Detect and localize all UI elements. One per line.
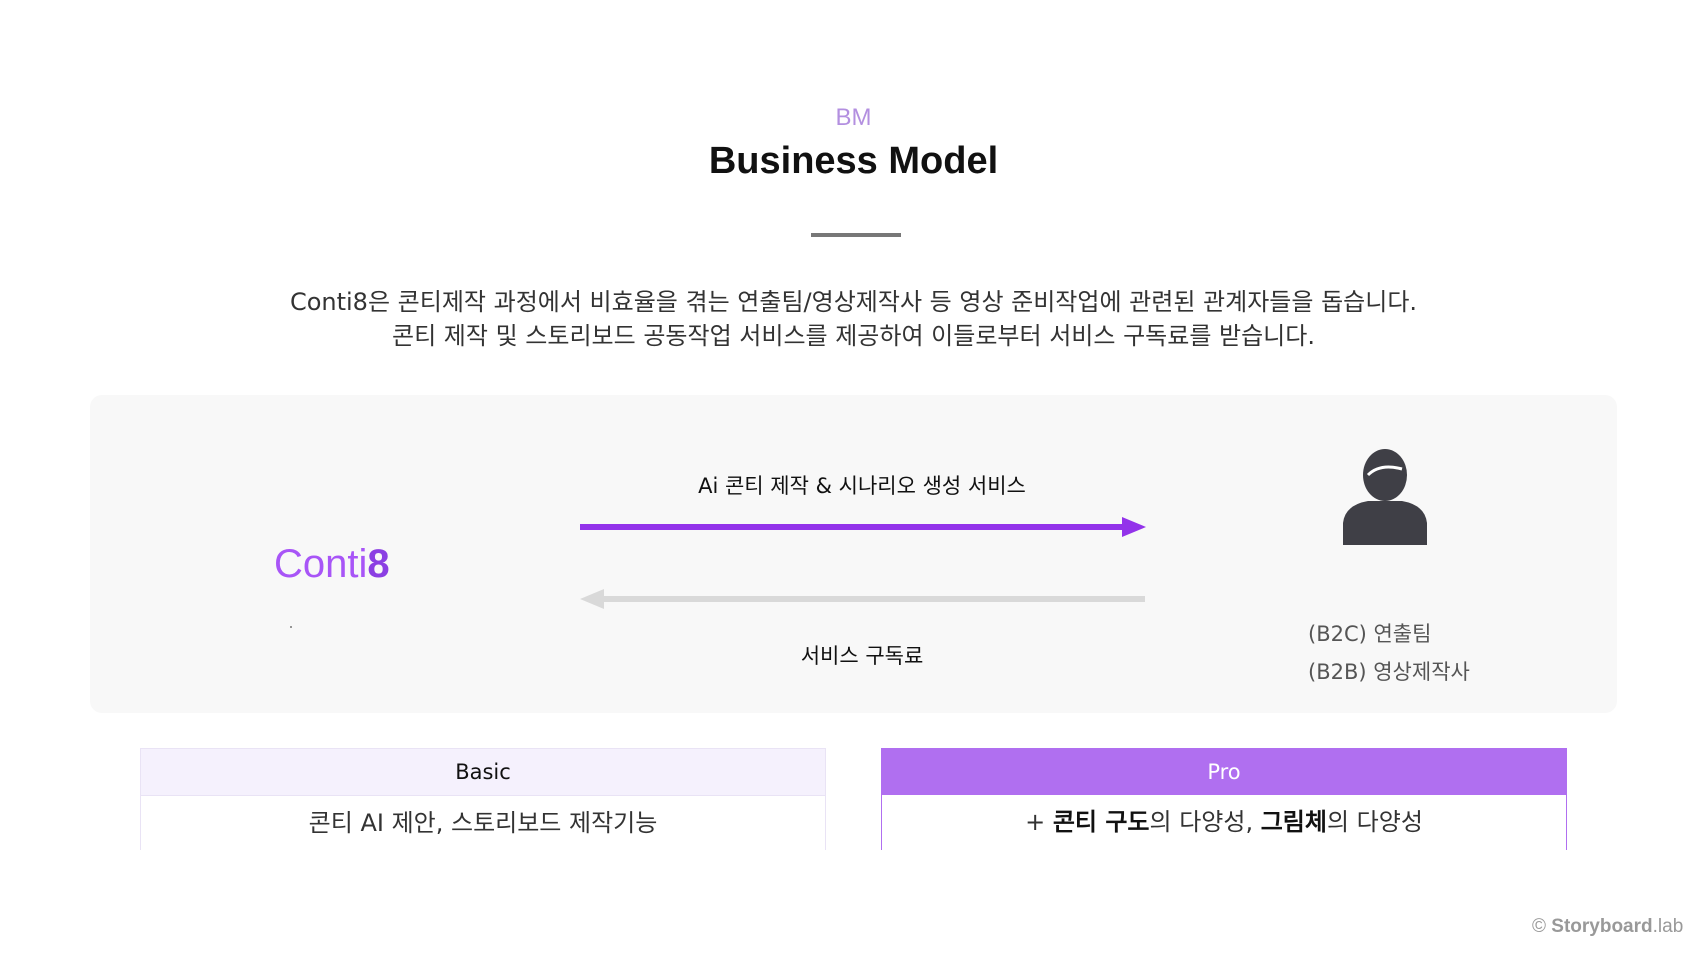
pro-text-1: 의 다양성,	[1149, 808, 1261, 836]
user-icon	[1343, 449, 1427, 545]
logo-suffix: 8	[367, 542, 390, 586]
payment-arrow-head	[580, 589, 604, 609]
decorative-dot	[290, 626, 292, 628]
plan-name-basic: Basic	[141, 749, 825, 796]
provider-logo: Conti8	[274, 542, 390, 587]
service-arrow-head	[1122, 517, 1146, 537]
plan-features-basic: 콘티 AI 제안, 스토리보드 제작기능	[141, 796, 825, 851]
flow-arrows	[580, 517, 1146, 609]
plan-features-pro: + 콘티 구도의 다양성, 그림체의 다양성	[882, 795, 1566, 850]
payment-arrow-label: 서비스 구독료	[800, 644, 924, 668]
pro-prefix: +	[1025, 808, 1053, 836]
description-line-2: 콘티 제작 및 스토리보드 공동작업 서비스를 제공하여 이들로부터 서비스 구…	[392, 322, 1315, 350]
customer-type-b2c: (B2C) 연출팀	[1308, 622, 1432, 646]
pro-highlight-2: 그림체	[1260, 808, 1327, 836]
title-divider	[811, 233, 901, 237]
customer-type-b2b: (B2B) 영상제작사	[1308, 660, 1470, 684]
plan-card-pro: Pro + 콘티 구도의 다양성, 그림체의 다양성	[881, 748, 1567, 850]
flow-panel	[90, 395, 1617, 713]
service-arrow-label: Ai 콘티 제작 & 시나리오 생성 서비스	[698, 474, 1026, 498]
plan-card-basic: Basic 콘티 AI 제안, 스토리보드 제작기능	[140, 748, 826, 851]
pro-text-2: 의 다양성	[1326, 808, 1423, 836]
page-title: Business Model	[708, 140, 999, 182]
footer-suffix: .lab	[1652, 916, 1684, 937]
description-line-1: Conti8은 콘티제작 과정에서 비효율을 겪는 연출팀/영상제작사 등 영상…	[289, 288, 1418, 316]
plan-name-pro: Pro	[882, 749, 1566, 795]
copyright-symbol: ©	[1532, 916, 1546, 937]
pro-highlight-1: 콘티 구도	[1052, 808, 1150, 836]
logo-text: Conti	[274, 542, 368, 586]
footer-brand: Storyboard	[1551, 916, 1653, 937]
section-tag: BM	[835, 104, 872, 131]
copyright-footer: © Storyboard.lab	[1532, 916, 1683, 938]
